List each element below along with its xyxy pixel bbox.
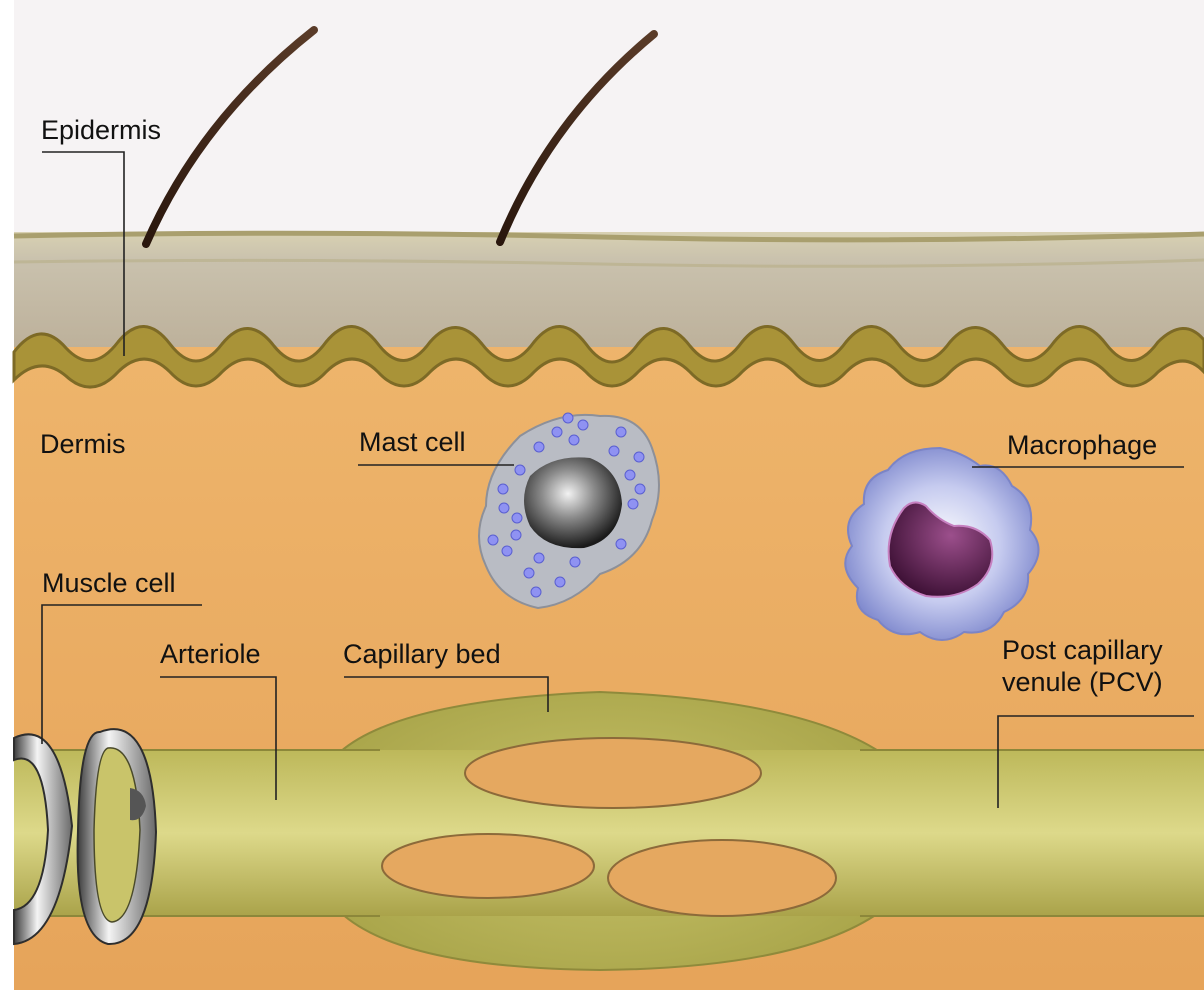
label-dermis: Dermis xyxy=(40,428,126,460)
epidermis-layer xyxy=(14,232,1204,347)
label-post-capillary-venule: Post capillary venule (PCV) xyxy=(1002,634,1204,699)
capillary-island-bottom-right xyxy=(608,840,836,916)
mast-cell-nucleus xyxy=(524,457,622,548)
label-mast-cell: Mast cell xyxy=(359,426,466,458)
label-epidermis: Epidermis xyxy=(41,114,161,146)
label-pcv-line1: Post capillary xyxy=(1002,634,1204,666)
label-capillary-bed: Capillary bed xyxy=(343,638,501,670)
capillary-island-bottom-left xyxy=(382,834,594,898)
left-margin xyxy=(0,0,14,990)
label-arteriole: Arteriole xyxy=(160,638,261,670)
label-pcv-line2: venule (PCV) xyxy=(1002,666,1204,698)
capillary-island-top xyxy=(465,738,761,808)
background-sky xyxy=(0,0,1204,240)
label-muscle-cell: Muscle cell xyxy=(42,567,176,599)
label-macrophage: Macrophage xyxy=(1007,429,1157,461)
